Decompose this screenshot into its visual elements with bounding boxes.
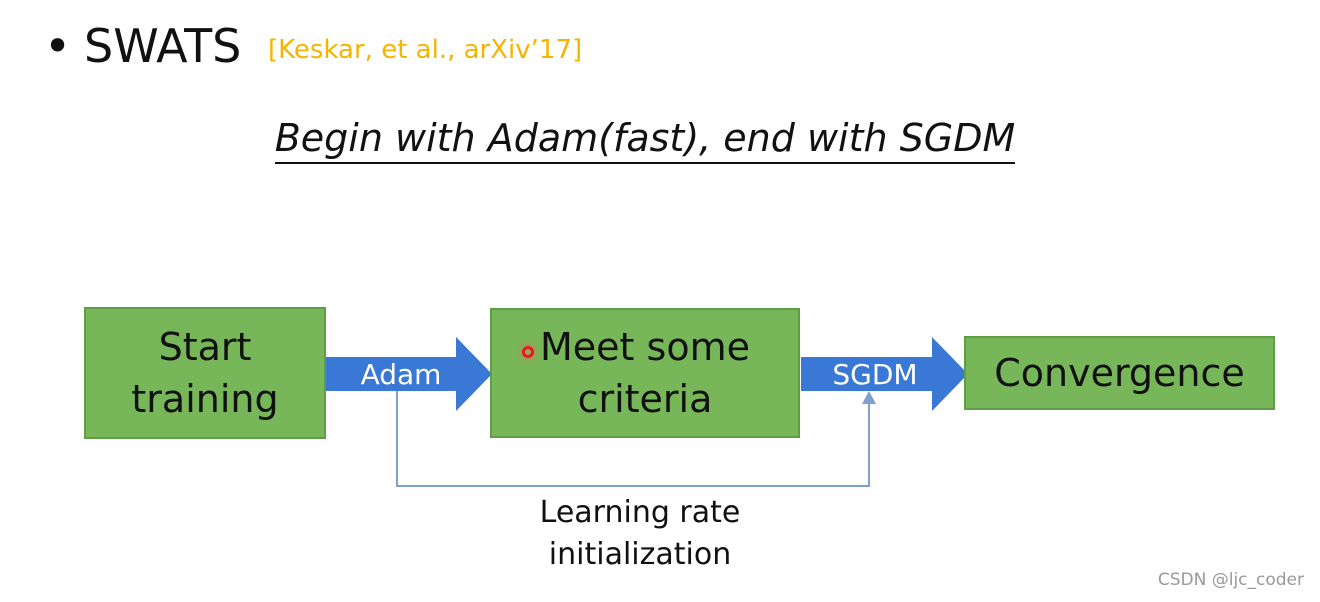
bullet-marker: • [44, 19, 72, 73]
subtitle-text: Begin with Adam(fast), end with SGDM [274, 116, 1016, 164]
watermark: CSDN @ljc_coder [1157, 570, 1304, 590]
learning-rate-label: Learning rate initialization [539, 495, 741, 572]
adam-arrow-label: Adam [360, 358, 442, 391]
citation: [Keskar, et al., arXiv’17] [268, 35, 583, 65]
laser-pointer-dot [522, 346, 534, 358]
sgdm-arrow-label: SGDM [832, 358, 918, 391]
subtitle: Begin with Adam(fast), end with SGDM [0, 108, 1290, 168]
convergence-box: Convergence [964, 336, 1275, 410]
slide-title: SWATS [84, 19, 242, 73]
meet-criteria-box: Meet some criteria [490, 308, 800, 438]
start-training-box: Start training [84, 307, 326, 439]
